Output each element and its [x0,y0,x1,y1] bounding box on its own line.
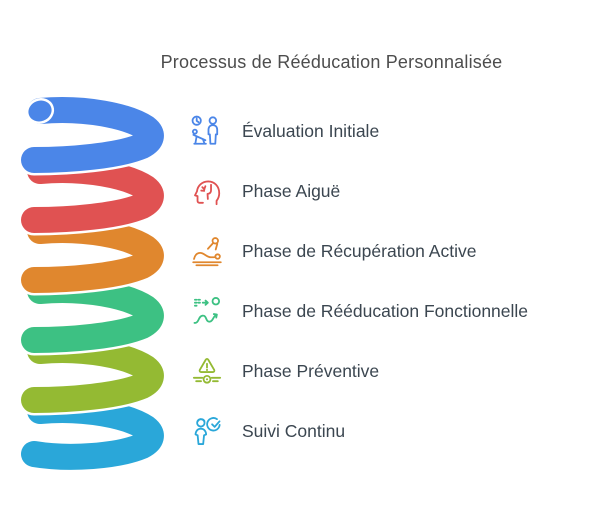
coil-step-3 [21,217,164,293]
person-check-icon [189,413,225,449]
phase-row-evaluation-initiale: Évaluation Initiale [189,110,379,152]
coil-end-cap [25,98,55,124]
phase-row-reeducation-fonctionnelle: Phase de Rééducation Fonctionnelle [189,290,528,332]
massage-therapy-icon [189,233,225,269]
phase-label: Phase de Récupération Active [242,240,477,261]
coil-step-6 [21,397,164,470]
coil-step-2 [21,157,164,233]
phase-row-suivi-continu: Suivi Continu [189,410,345,452]
phase-label: Phase Aiguë [242,180,341,201]
coil-step-1 [21,97,164,173]
phase-label: Phase de Rééducation Fonctionnelle [242,300,529,321]
warning-prevention-icon [189,353,225,389]
phase-row-phase-preventive: Phase Préventive [189,350,379,392]
movement-path-icon [189,293,225,329]
head-pain-icon [189,173,225,209]
coil-step-4 [21,277,164,353]
phase-label: Évaluation Initiale [242,120,380,141]
phase-label: Suivi Continu [242,420,346,441]
phase-label: Phase Préventive [242,360,380,381]
phase-row-phase-aigue: Phase Aiguë [189,170,340,212]
coil-step-5 [21,337,164,413]
patient-assessment-icon [189,113,225,149]
page-title: Processus de Rééducation Personnalisée [160,52,503,72]
phase-row-recuperation-active: Phase de Récupération Active [189,230,476,272]
